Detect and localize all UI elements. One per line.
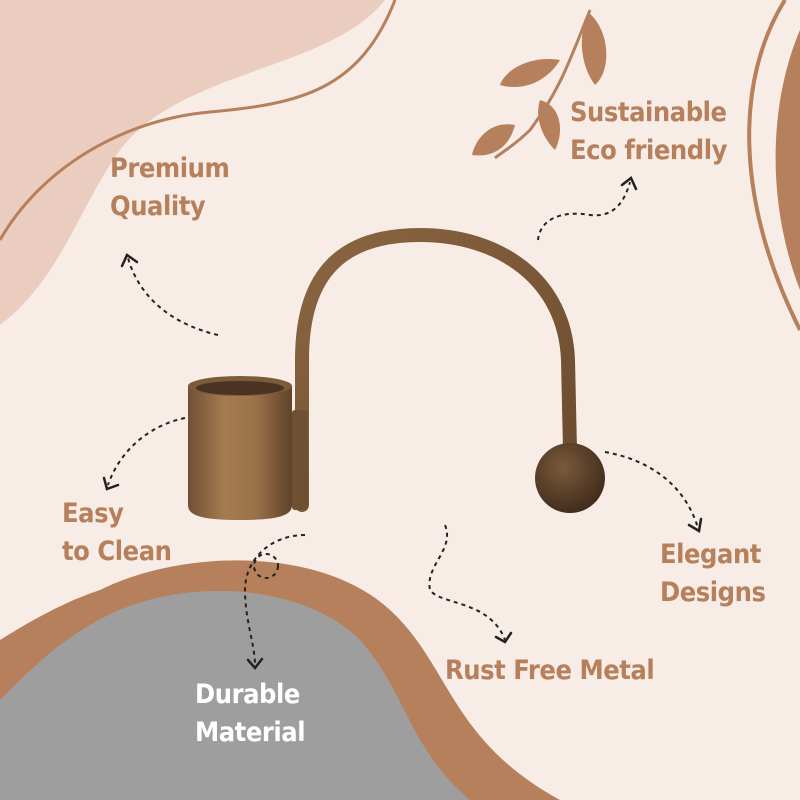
pink-blob xyxy=(0,0,385,325)
right-blob-outline xyxy=(747,0,800,331)
feature-line: to Clean xyxy=(62,536,172,567)
feature-line: Durable xyxy=(195,679,300,710)
arrow-heads xyxy=(102,176,703,670)
feature-premium-quality: Premium Quality xyxy=(110,150,230,226)
feature-line: Material xyxy=(195,717,306,748)
outline-curve-top xyxy=(0,0,397,241)
feature-line: Quality xyxy=(110,191,206,222)
feature-line: Designs xyxy=(660,577,766,608)
feature-line: Premium xyxy=(110,153,230,184)
dotted-arrow-icon xyxy=(107,181,699,666)
feature-sustainable: Sustainable Eco friendly xyxy=(570,94,727,170)
right-blob-fill xyxy=(775,30,800,290)
gray-blob xyxy=(0,590,470,800)
feature-rust-free: Rust Free Metal xyxy=(445,652,655,690)
feature-line: Sustainable xyxy=(570,97,727,128)
feature-line: Rust Free Metal xyxy=(445,655,655,686)
leaf-sprig-icon xyxy=(472,9,607,160)
candle-holder-illustration xyxy=(188,227,605,520)
feature-durable-material: Durable Material xyxy=(195,676,306,752)
feature-line: Elegant xyxy=(660,539,761,570)
feature-easy-to-clean: Easy to Clean xyxy=(62,495,172,571)
feature-elegant-designs: Elegant Designs xyxy=(660,536,766,612)
dotted-loop xyxy=(253,553,279,579)
feature-line: Eco friendly xyxy=(570,135,727,166)
feature-line: Easy xyxy=(62,498,124,529)
